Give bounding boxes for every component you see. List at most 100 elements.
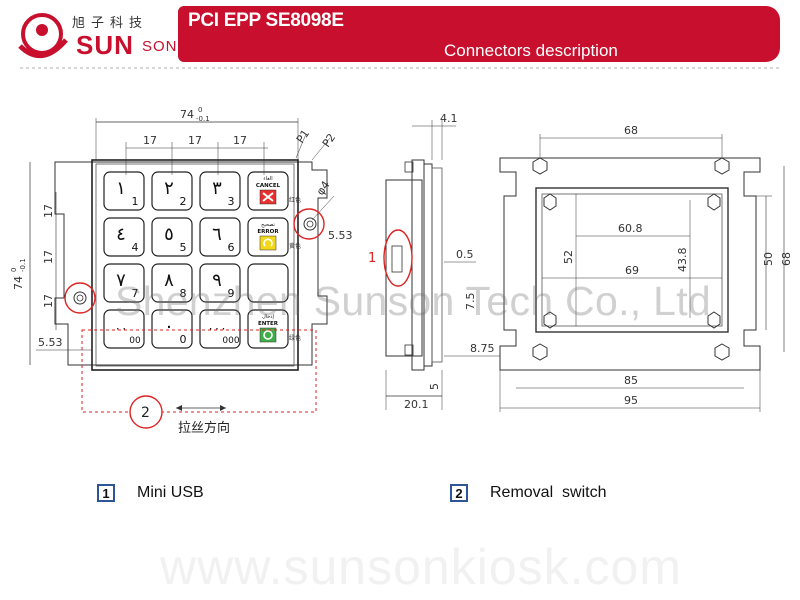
key-arabic-label: ٠٠٠ (207, 321, 226, 335)
key-func-label: ERROR (257, 229, 279, 235)
brand-chinese-name: 旭子科技 (72, 16, 149, 31)
key-func-label: CANCEL (256, 183, 281, 189)
key-frame (103, 309, 145, 349)
key-arabic-label: ٧ (116, 270, 126, 291)
legend-label-1: Mini USB (137, 484, 204, 501)
callout-2-markers: 2 拉丝方向 (64, 208, 325, 436)
brand-logo: 旭子科技 SUN SON (14, 10, 177, 66)
dim-hole: φ4 (314, 179, 333, 198)
key-1: ١1 (103, 171, 145, 211)
dim-vpitch-2: 17 (42, 250, 55, 264)
enter-color-block (259, 327, 277, 343)
dim-back-h2: 43.8 (676, 248, 689, 273)
scratch-direction-label: 拉丝方向 (178, 420, 230, 436)
key-frame (151, 217, 193, 257)
key-digit-label: 3 (228, 195, 235, 208)
key-digit-label: 4 (132, 241, 139, 254)
dim-p1: P1 (294, 127, 312, 146)
error-arrow-icon (263, 238, 273, 247)
key-arabic-label: ٥ (164, 224, 174, 245)
legend-item-mini-usb: 1 Mini USB (97, 482, 204, 504)
key-frame (151, 263, 193, 303)
logo-swoosh-icon (18, 13, 68, 58)
key-arabic-label: ٠٠ (115, 321, 128, 335)
key-digit-label: 7 (132, 287, 139, 300)
enter-circle-icon (263, 330, 273, 340)
dim-side-gap: 0.5 (456, 248, 474, 261)
dim-front-width-tol-top: 0 (198, 106, 202, 114)
key-digit-label: 00 (129, 336, 141, 346)
header-bar: PCI EPP SE8098E Connectors description (178, 6, 780, 62)
key-9: ٩9 (199, 263, 241, 303)
side-view: 4.1 0.5 7.5 8.75 5 20.1 (385, 112, 500, 411)
dim-p2: P2 (320, 131, 338, 150)
key-4: ٤4 (103, 217, 145, 257)
watermark-website: www.sunsonkiosk.com (160, 539, 682, 595)
dim-back-h4: 68 (780, 252, 793, 266)
dim-pitch-3: 17 (233, 134, 247, 147)
dim-back-w4: 95 (624, 394, 638, 407)
key-digit-label: 6 (228, 241, 235, 254)
callout-2-number: 2 (141, 405, 150, 421)
callout-1-number: 1 (368, 251, 376, 266)
key-frame (151, 309, 193, 349)
page-subtitle: Connectors description (444, 41, 618, 60)
key-8: ٨8 (151, 263, 193, 303)
front-dimensions: 74 0 -0.1 17 17 17 P1 P2 φ4 5.53 74 0 -0… (10, 106, 353, 413)
dim-side-top: 4.1 (440, 112, 458, 125)
key-arabic-func: إدخال (262, 314, 274, 320)
key-arabic-label: ١ (116, 178, 126, 199)
brand-name: SUN (76, 30, 134, 60)
key-digit-label: 2 (180, 195, 187, 208)
dim-side-b: 8.75 (470, 342, 495, 355)
key-color-note: 黄色 (289, 242, 301, 250)
legend-item-removal-switch: 2 Removal switch (450, 482, 606, 504)
front-view: ١1٢2٣3الغاءCANCEL红色٤4٥5٦6تصحيحERROR黄色٧7٨… (54, 159, 328, 371)
key-6: ٦6 (199, 217, 241, 257)
key-5: ٥5 (151, 217, 193, 257)
key-3: ٣3 (199, 171, 241, 211)
key-arabic-func: تصحيح (261, 222, 275, 228)
dim-back-top: 68 (624, 124, 638, 137)
key-frame (199, 263, 241, 303)
back-view: 68 60.8 52 43.8 69 85 95 50 68 (499, 124, 793, 412)
key-7: ٧7 (103, 263, 145, 303)
key-arabic-label: ٢ (164, 178, 174, 199)
dim-back-w3: 85 (624, 374, 638, 387)
key-0: ٠0 (151, 309, 193, 349)
legend-number-2: 2 (450, 484, 468, 502)
key-frame (199, 171, 241, 211)
dim-front-height: 74 (12, 276, 25, 290)
key-arabic-label: ٨ (164, 270, 174, 291)
key-digit-label: 5 (180, 241, 187, 254)
dim-vpitch-1: 17 (42, 204, 55, 218)
keypad-grid: ١1٢2٣3الغاءCANCEL红色٤4٥5٦6تصحيحERROR黄色٧7٨… (103, 171, 301, 349)
key-frame (199, 309, 241, 349)
key-digit-label: 1 (132, 195, 139, 208)
dim-vpitch-3: 17 (42, 294, 55, 308)
key-color-note: 绿色 (289, 334, 301, 342)
cancel-x-icon (262, 192, 274, 202)
dim-front-height-tol-top: 0 (10, 268, 18, 272)
dim-front-width: 74 (180, 108, 194, 121)
legend-label-2: Removal switch (490, 484, 607, 501)
key-frame (199, 217, 241, 257)
error-color-block (259, 235, 277, 251)
key-2: ٢2 (151, 171, 193, 211)
key-frame (247, 263, 289, 303)
key-arabic-label: ٣ (212, 178, 222, 199)
watermark-company: Shenzhen Sunson Tech Co., Ltd (115, 278, 712, 324)
dim-side-c: 5 (428, 383, 441, 390)
dim-side-a: 7.5 (464, 293, 477, 311)
dim-back-h3: 50 (762, 252, 775, 266)
key-digit-label: 9 (228, 287, 235, 300)
key-arabic-label: ٠ (164, 316, 174, 337)
key-arabic-label: ٦ (212, 224, 222, 245)
key-frame (103, 263, 145, 303)
key-arabic-label: ٤ (116, 224, 126, 245)
